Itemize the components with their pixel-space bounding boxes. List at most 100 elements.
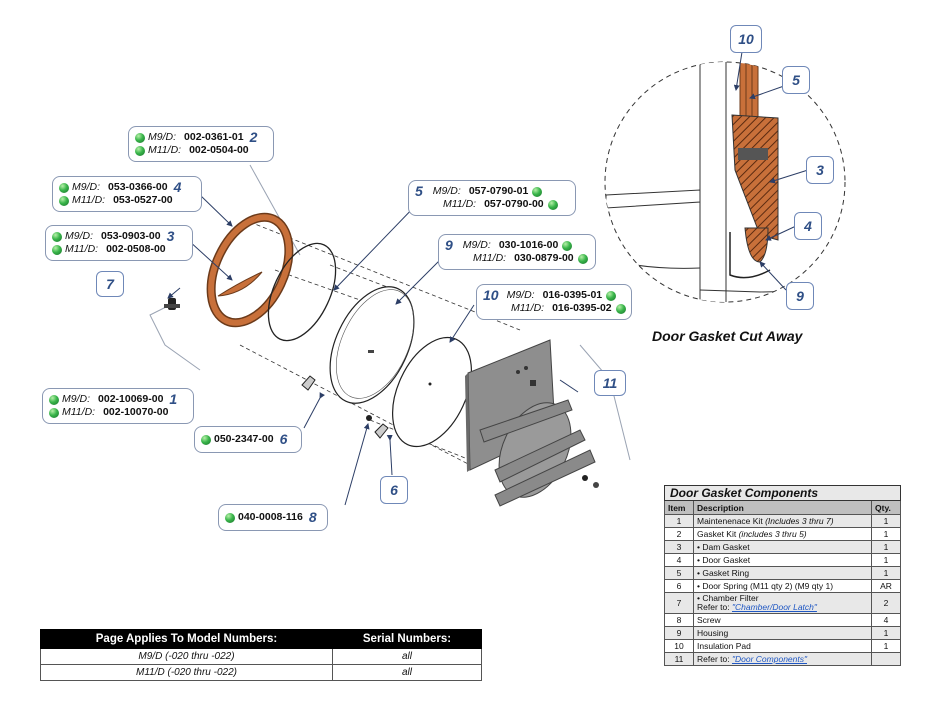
part-number: 053-0903-00 [101,230,161,242]
table-title: Door Gasket Components [664,485,901,501]
green-dot-icon [606,290,617,301]
green-dot-icon [49,394,59,405]
item-number: 5 [415,183,423,199]
model-label: M9/D: [462,239,491,251]
desc-text: • Chamber Filter [697,593,759,603]
door-housing [465,339,596,507]
header-qty: Qty. [871,500,901,515]
item-number: 2 [249,129,258,145]
model-label: M11/D: [65,243,99,255]
cell-description: Gasket Kit (includes 3 thru 5) [693,527,872,541]
cell-item: 9 [664,626,694,640]
desc-text: Gasket Kit [697,528,737,539]
model-label: M9/D: [62,393,91,405]
components-table: Door Gasket Components Item Description … [664,485,901,666]
header-serial-numbers: Serial Numbers: [331,629,483,649]
table-row: 6• Door Spring (M11 qty 2) (M9 qty 1)AR [664,579,901,593]
cell-qty: 1 [871,527,901,541]
cell-model: M11/D (-020 thru -022) [40,664,333,681]
cutaway-label-4: 4 [794,212,822,240]
part-number: 002-0361-01 [184,131,244,143]
green-dot-icon [225,512,235,523]
green-dot-icon [59,195,69,206]
part-number: 050-2347-00 [214,433,274,445]
housing-disc [392,336,472,448]
cell-description: Housing [693,626,872,640]
cell-qty: 1 [871,540,901,554]
cell-item: 8 [664,613,694,627]
cell-qty: 4 [871,613,901,627]
part-number: 057-0790-01 [468,185,529,197]
green-dot-icon [49,407,59,418]
cell-serial: all [331,648,483,665]
cell-description: Refer to: "Door Components" [693,652,872,666]
model-label: M11/D: [473,252,507,264]
part-number: 016-0395-02 [552,302,612,314]
model-label: M11/D: [72,194,106,206]
o-ring [267,242,337,342]
refer-label: Refer to: [697,602,730,612]
cell-qty: 2 [871,592,901,614]
cell-model: M9/D (-020 thru -022) [40,648,333,665]
desc-text: Maintenenace Kit [697,515,763,526]
green-dot-icon [547,199,558,210]
leader-lines [167,194,579,506]
table-row: M11/D (-020 thru -022)all [40,664,483,681]
insulation-disc [329,286,415,404]
cell-item: 1 [664,514,694,528]
model-label: M11/D: [62,406,96,418]
item-label-7: 7 [96,271,124,297]
models-table: Page Applies To Model Numbers: Serial Nu… [40,629,483,681]
part-number: 002-10070-00 [103,406,169,418]
part-number: 016-0395-01 [542,289,603,301]
cutaway-label-3: 3 [806,156,834,184]
part-number: 002-10069-00 [98,393,164,405]
cutaway-caption: Door Gasket Cut Away [652,328,803,344]
item-label-6: 6 [380,476,408,504]
cell-description: • Door Gasket [693,553,872,567]
item-number: 10 [483,287,499,303]
header-item: Item [664,500,694,515]
header-model-numbers: Page Applies To Model Numbers: [40,629,333,649]
part-number: 053-0527-00 [113,194,173,206]
cell-description: • Door Spring (M11 qty 2) (M9 qty 1) [693,579,872,593]
model-label: M11/D: [148,144,182,156]
desc-note: (Includes 3 thru 7) [765,515,834,526]
green-dot-icon [52,231,62,242]
cutaway-label-5: 5 [782,66,810,94]
cell-qty: 1 [871,566,901,580]
model-label: M9/D: [148,131,177,143]
part-number: 053-0366-00 [108,181,168,193]
model-label: M9/D: [72,181,101,193]
cell-item: 6 [664,579,694,593]
item-number: 9 [445,237,453,253]
link-chamber-door-latch[interactable]: "Chamber/Door Latch" [731,602,817,612]
cell-qty: 1 [871,626,901,640]
link-door-components[interactable]: "Door Components" [731,653,807,664]
part-number: 002-0504-00 [189,144,249,156]
cell-description: Insulation Pad [693,639,872,653]
part-number: 057-0790-00 [484,198,544,210]
model-label: M11/D: [511,302,545,314]
green-dot-icon [135,145,145,156]
cell-item: 11 [664,652,694,666]
desc-note: (includes 3 thru 5) [738,528,807,539]
table-row: M9/D (-020 thru -022)all [40,648,483,665]
cell-description: • Dam Gasket [693,540,872,554]
part-number: 002-0508-00 [106,243,166,255]
